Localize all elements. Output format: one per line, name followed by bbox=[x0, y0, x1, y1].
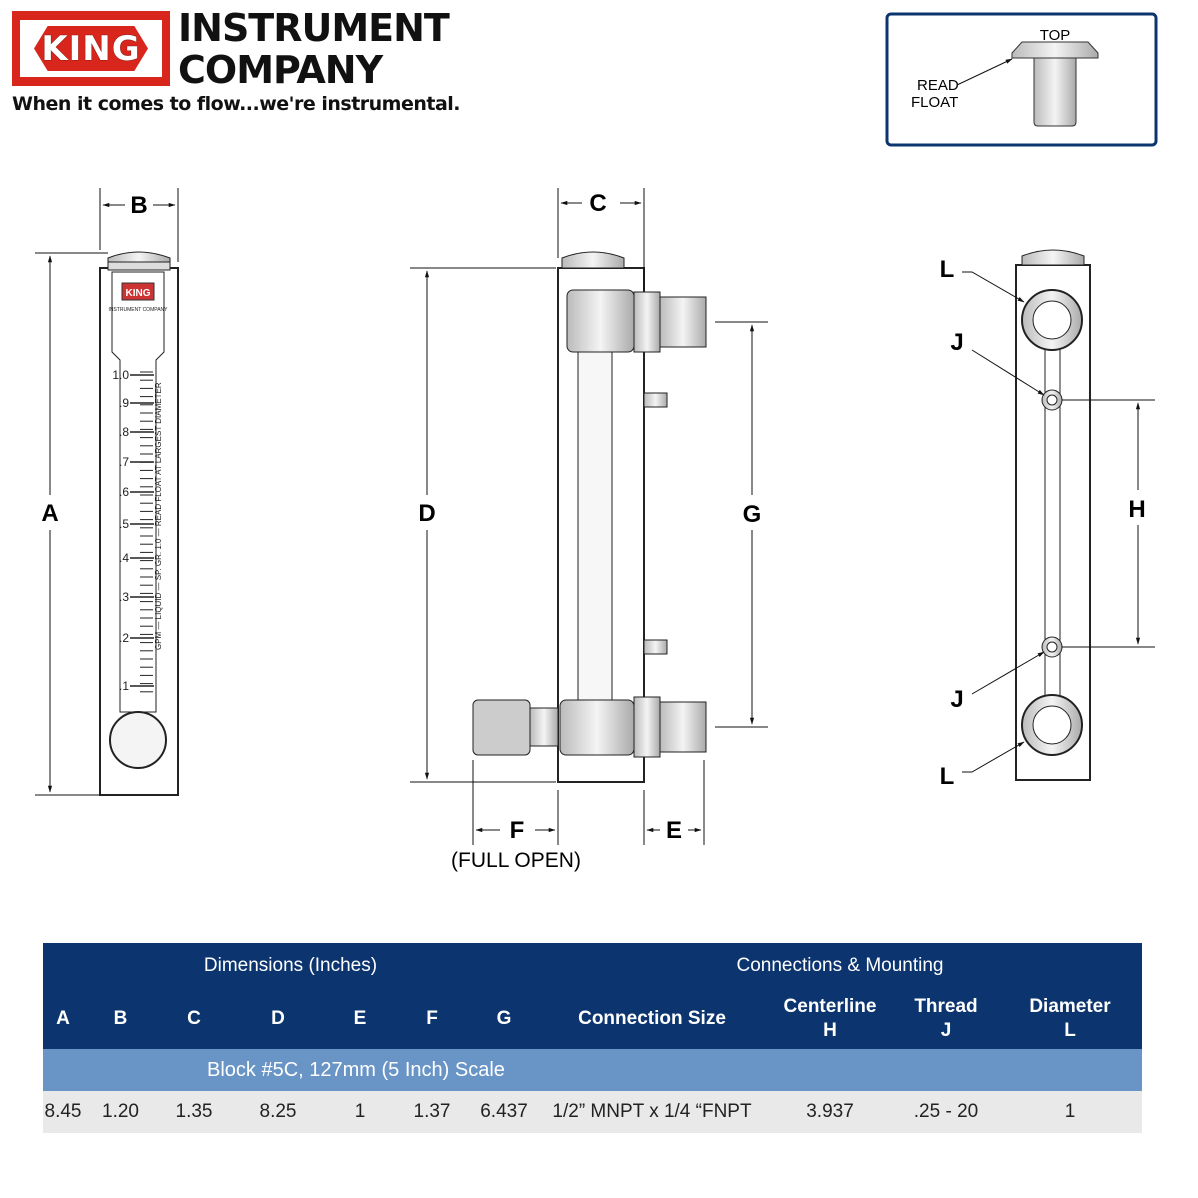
dim-f-label: F bbox=[510, 817, 525, 844]
logo-mark: KING bbox=[41, 28, 141, 69]
cell-d: 8.25 bbox=[230, 1091, 326, 1133]
king-logo: KING bbox=[12, 11, 170, 86]
cell-connection-size: 1/2” MNPT x 1/4 “FNPT bbox=[538, 1091, 766, 1133]
scale-logo-sub: INSTRUMENT COMPANY bbox=[109, 307, 169, 313]
dim-a-b bbox=[35, 188, 179, 796]
dim-c-label: C bbox=[589, 190, 606, 217]
group-dimensions: Dimensions (Inches) bbox=[43, 943, 538, 989]
col-connection-size: Connection Size bbox=[538, 989, 766, 1049]
specifications-table: Dimensions (Inches) Connections & Mounti… bbox=[43, 943, 1142, 1133]
col-e: E bbox=[326, 989, 394, 1049]
scale-labels: 1.0 .9 .8 .7 .6 .5 .4 .3 .2 .1 bbox=[112, 368, 129, 693]
col-g: G bbox=[470, 989, 538, 1049]
dim-l-label-top: L bbox=[940, 256, 955, 283]
scale-label: .5 bbox=[119, 517, 129, 531]
col-c: C bbox=[158, 989, 230, 1049]
dim-h-j-l bbox=[962, 271, 1155, 773]
cell-g: 6.437 bbox=[470, 1091, 538, 1133]
cell-a: 8.45 bbox=[43, 1091, 83, 1133]
table-row: 8.45 1.20 1.35 8.25 1 1.37 6.437 1/2” MN… bbox=[43, 1091, 1142, 1133]
cell-diameter: 1 bbox=[998, 1091, 1142, 1133]
cell-thread: .25 - 20 bbox=[894, 1091, 998, 1133]
float-inset: TOP READ FLOAT bbox=[885, 12, 1158, 147]
scale-label: 1.0 bbox=[112, 368, 129, 382]
dim-l-label-bottom: L bbox=[940, 763, 955, 790]
col-a: A bbox=[43, 989, 83, 1049]
cell-f: 1.37 bbox=[394, 1091, 470, 1133]
dim-j-label-bottom: J bbox=[950, 686, 963, 713]
back-view bbox=[1015, 249, 1091, 781]
dimension-drawing: TOP READ FLOAT KING INSTRUMENT COMPANY G… bbox=[35, 12, 1158, 872]
scale-ticks bbox=[130, 371, 154, 693]
scale-label: .4 bbox=[119, 551, 129, 565]
dim-b-label: B bbox=[130, 192, 147, 219]
dim-g-label: G bbox=[743, 501, 762, 528]
scale-label: .7 bbox=[119, 455, 129, 469]
cell-e: 1 bbox=[326, 1091, 394, 1133]
col-f: F bbox=[394, 989, 470, 1049]
scale-label: .9 bbox=[119, 396, 129, 410]
scale-label: .6 bbox=[119, 485, 129, 499]
col-b: B bbox=[83, 989, 158, 1049]
group-connections: Connections & Mounting bbox=[538, 943, 1142, 989]
tagline: When it comes to flow...we're instrument… bbox=[12, 93, 461, 115]
read-label: READ bbox=[917, 77, 959, 94]
scale-label: .1 bbox=[119, 679, 129, 693]
brand-line-1: INSTRUMENT bbox=[178, 6, 450, 50]
front-view: KING INSTRUMENT COMPANY GPM — LIQUID — S… bbox=[99, 251, 179, 796]
cell-c: 1.35 bbox=[158, 1091, 230, 1133]
scale-label: .2 bbox=[119, 631, 129, 645]
brand-line-2: COMPANY bbox=[178, 48, 383, 92]
dim-e-label: E bbox=[666, 817, 682, 844]
scale-logo: KING bbox=[126, 288, 151, 299]
dim-j-label-top: J bbox=[950, 329, 963, 356]
col-d: D bbox=[230, 989, 326, 1049]
cell-b: 1.20 bbox=[83, 1091, 158, 1133]
dim-a-label: A bbox=[41, 500, 58, 527]
dim-c-d-e-f-g bbox=[410, 188, 768, 845]
dim-h-label: H bbox=[1128, 496, 1145, 523]
full-open-note: (FULL OPEN) bbox=[451, 849, 581, 872]
scale-label: .3 bbox=[119, 590, 129, 604]
scale-legend: GPM — LIQUID — SP. GR. 1.0 — READ FLOAT … bbox=[154, 382, 163, 650]
dim-d-label: D bbox=[418, 500, 435, 527]
scale-label: .8 bbox=[119, 425, 129, 439]
cell-centerline: 3.937 bbox=[766, 1091, 894, 1133]
float-label: FLOAT bbox=[911, 94, 958, 111]
top-label: TOP bbox=[1040, 27, 1071, 44]
block-label: Block #5C, 127mm (5 Inch) Scale bbox=[43, 1049, 1142, 1091]
side-view bbox=[472, 251, 707, 783]
